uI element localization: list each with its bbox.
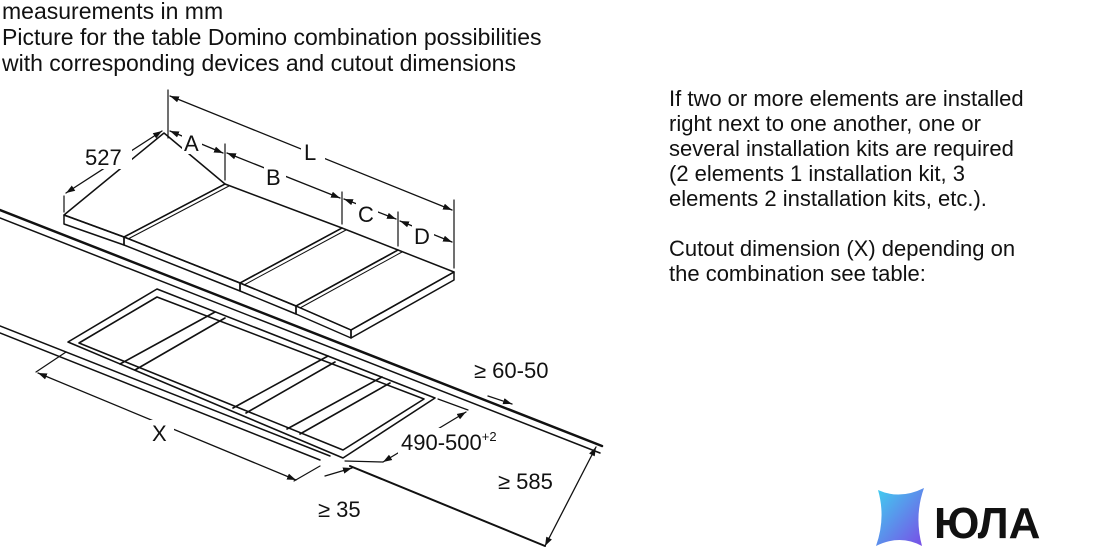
header-line-1: measurements in mm [2, 0, 224, 24]
dim-label-x: X [152, 421, 167, 446]
dim-label-front-gap: ≥ 35 [318, 497, 361, 522]
note-spacer [669, 211, 1024, 236]
hob-module-b [123, 183, 343, 292]
note-p1-line-4: (2 elements 1 installation kit, 3 [669, 161, 965, 186]
note-p2-line-1: Cutout dimension (X) depending on [669, 236, 1016, 261]
header-caption: measurements in mm Picture for the table… [2, 0, 542, 76]
note-p1-line-1: If two or more elements are installed [669, 86, 1024, 111]
dim-label-c: C [358, 202, 374, 227]
logo-wordmark: ЮЛА [934, 499, 1040, 548]
dim-label-a: A [184, 131, 199, 156]
note-p1-line-2: right next to one another, one or [669, 111, 981, 136]
header-line-3: with corresponding devices and cutout di… [2, 50, 516, 76]
dim-label-worktop-thickness: ≥ 60-50 [474, 358, 548, 383]
hob-module-d [295, 249, 455, 339]
dim-label-l: L [304, 140, 316, 165]
logo-mark-icon [876, 488, 924, 546]
note-p1-line-3: several installation kits are required [669, 136, 1014, 161]
hob-module-c [239, 227, 399, 315]
dim-label-b: B [266, 165, 281, 190]
dim-label-527: 527 [85, 145, 122, 170]
dim-label-d: D [414, 224, 430, 249]
note-p1-line-5: elements 2 installation kits, etc.). [669, 186, 987, 211]
yula-logo: ЮЛА [876, 488, 1040, 548]
dim-label-worktop-depth: ≥ 585 [498, 469, 553, 494]
header-line-2: Picture for the table Domino combination… [2, 24, 542, 50]
dim-label-cutout-depth: 490-500+2 [401, 429, 497, 455]
installation-note: If two or more elements are installed ri… [669, 86, 1024, 286]
note-p2-line-2: the combination see table: [669, 261, 926, 286]
